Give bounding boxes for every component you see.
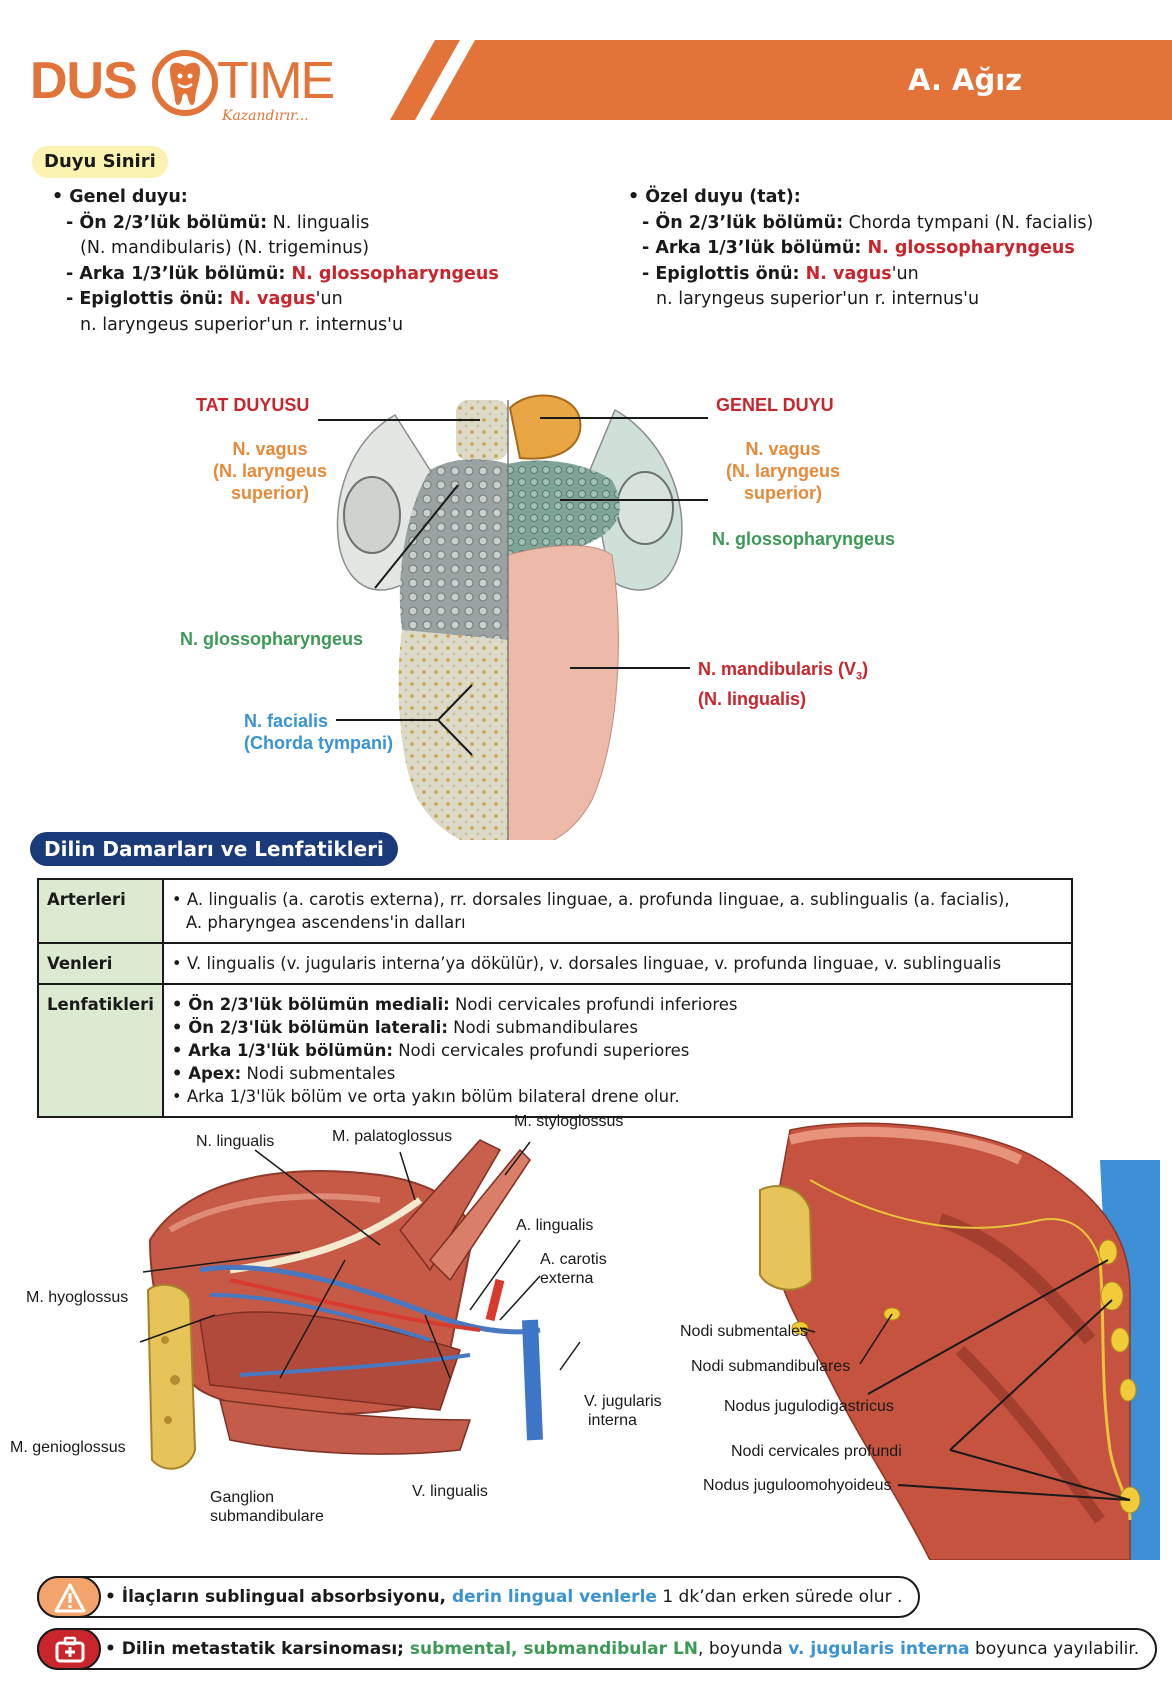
- list-item: - Epiglottis önü: N. vagus'un: [66, 289, 343, 309]
- section-heading-duyu: Duyu Siniri: [32, 146, 168, 178]
- note-badge: [37, 1576, 101, 1618]
- label-nodi-submandibulares: Nodi submandibulares: [691, 1358, 851, 1375]
- tongue-illustration: [318, 394, 708, 840]
- label-m-styloglossus: M. styloglossus: [514, 1113, 624, 1130]
- brand-time: TIME: [217, 52, 335, 110]
- label-m-genioglossus: M. genioglossus: [10, 1439, 126, 1456]
- tongue-innervation-diagram: TAT DUYUSU GENEL DUYU N. vagus(N. laryng…: [0, 380, 1172, 840]
- label-left-glosso: N. glossopharyngeus: [180, 629, 364, 649]
- row-key-venler: Venleri: [37, 942, 164, 985]
- brand-dus: DUS: [30, 52, 138, 110]
- label-m-hyoglossus: M. hyoglossus: [26, 1289, 129, 1306]
- label-right-glosso: N. glossopharyngeus: [712, 529, 896, 549]
- table-row: Arterleri • A. lingualis (a. carotis ext…: [37, 878, 1074, 944]
- row-value: • A. lingualis (a. carotis externa), rr.…: [161, 878, 1074, 944]
- list-item-cont: n. laryngeus superior'un r. internus'u: [656, 289, 980, 309]
- list-item: - Arka 1/3’lük bölümü: N. glossopharynge…: [66, 263, 499, 284]
- section-heading-vessels: Dilin Damarları ve Lenfatikleri: [30, 832, 398, 866]
- row-key-lenfatikler: Lenfatikleri: [37, 983, 164, 1118]
- header-stripes: [390, 40, 500, 120]
- genel-duyu-list: • Genel duyu: - Ön 2/3’lük bölümü: N. li…: [52, 185, 612, 338]
- label-a-lingualis: A. lingualis: [516, 1217, 594, 1234]
- note-sublingual: • İlaçların sublingual absorbsiyonu, der…: [37, 1576, 921, 1618]
- ozel-duyu-list: • Özel duyu (tat): - Ön 2/3’lük bölümü: …: [628, 185, 1168, 313]
- page-title: A. Ağız: [907, 63, 1023, 97]
- label-mandibularis: N. mandibularis (V3) (N. lingualis): [698, 659, 869, 709]
- header-bar: [440, 40, 1172, 120]
- ozel-duyu-title: • Özel duyu (tat):: [628, 187, 801, 207]
- list-item: - Ön 2/3’lük bölümü: N. lingualis: [66, 212, 370, 233]
- note-badge: [37, 1628, 101, 1670]
- note-metastasis: • Dilin metastatik karsinoması; submenta…: [37, 1628, 1158, 1670]
- genel-duyu-title-fig: GENEL DUYU: [716, 395, 834, 415]
- row-value: • V. lingualis (v. jugularis interna’ya …: [161, 942, 1074, 985]
- list-item: - Ön 2/3’lük bölümü: Chorda tympani (N. …: [642, 212, 1094, 233]
- list-item-cont: (N. mandibularis) (N. trigeminus): [80, 238, 370, 258]
- table-row: Venleri • V. lingualis (v. jugularis int…: [37, 942, 1074, 985]
- brand-logo: DUS TIME Kazandırır...: [30, 50, 335, 124]
- table-row: Lenfatikleri • Ön 2/3'lük bölümün medial…: [37, 983, 1074, 1118]
- tooth-logo-icon: [152, 50, 218, 116]
- label-m-palatoglossus: M. palatoglossus: [332, 1128, 453, 1145]
- lymph-nodes-figure: Nodi submentales Nodi submandibulares No…: [660, 1120, 1172, 1560]
- list-item: - Arka 1/3’lük bölümü: N. glossopharynge…: [642, 238, 1075, 258]
- warning-icon: [54, 1583, 86, 1613]
- medical-kit-icon: [55, 1636, 85, 1663]
- tongue-vessels-illustration: [139, 1139, 581, 1470]
- label-n-lingualis: N. lingualis: [196, 1133, 275, 1150]
- row-value: • Ön 2/3'lük bölümün mediali: Nodi cervi…: [161, 983, 1074, 1118]
- label-nodi-submentales: Nodi submentales: [680, 1323, 809, 1340]
- tat-duyusu-title: TAT DUYUSU: [196, 395, 310, 415]
- label-v-lingualis: V. lingualis: [412, 1483, 488, 1500]
- label-nodus-jugulodigastricus: Nodus jugulodigastricus: [724, 1398, 894, 1415]
- list-item-cont: n. laryngeus superior'un r. internus'u: [80, 314, 404, 335]
- tongue-vessels-figure: N. lingualis M. palatoglossus M. stylogl…: [0, 1113, 680, 1525]
- label-facialis: N. facialis(Chorda tympani): [244, 711, 394, 753]
- label-nodi-cervicales: Nodi cervicales profundi: [731, 1443, 902, 1460]
- vessels-table: Arterleri • A. lingualis (a. carotis ext…: [37, 878, 1074, 1118]
- genel-duyu-title: • Genel duyu:: [52, 187, 188, 207]
- lymph-nodes-illustration: [759, 1122, 1160, 1560]
- brand-tagline: Kazandırır...: [222, 108, 309, 124]
- label-nodus-juguloomohyoideus: Nodus juguloomohyoideus: [703, 1477, 892, 1494]
- list-item: - Epiglottis önü: N. vagus'un: [642, 263, 919, 284]
- row-key-arterler: Arterleri: [37, 878, 164, 944]
